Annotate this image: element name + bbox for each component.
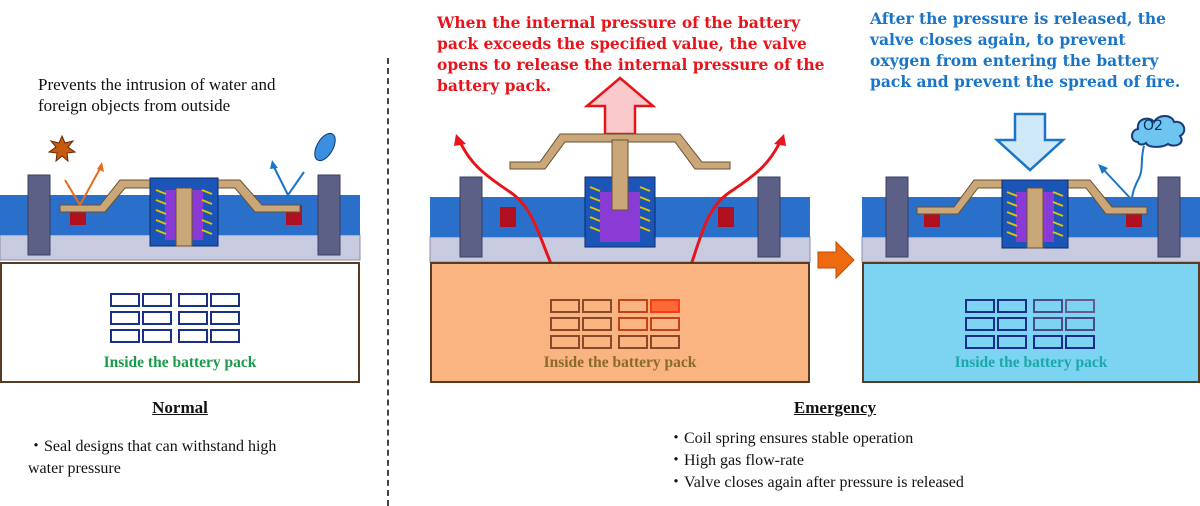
release-arrow-icon (583, 76, 657, 136)
normal-bullets: ・Seal designs that can withstand high wa… (28, 436, 368, 480)
emergency-open-caption: When the internal pressure of the batter… (437, 12, 827, 96)
pack-label-normal: Inside the battery pack (103, 354, 257, 371)
battery-cell-icon (110, 293, 240, 343)
panel-divider (387, 58, 389, 506)
normal-bullet-line1: ・Seal designs that can withstand high (28, 438, 277, 455)
open-caption-line1: When the internal pressure of the batter… (437, 13, 801, 32)
normal-caption: Prevents the intrusion of water and fore… (38, 74, 358, 116)
foreign-object-icon (47, 134, 77, 163)
open-caption-line2: pack exceeds the specified value, the va… (437, 34, 807, 53)
oxygen-label: O2 (1143, 118, 1163, 134)
heading-emergency: Emergency (793, 398, 877, 417)
normal-bullet-line2: water pressure (28, 460, 121, 477)
normal-caption-line1: Prevents the intrusion of water and (38, 75, 276, 94)
emergency-bullet-2: ・High gas flow-rate (668, 452, 804, 469)
heading-normal: Normal (152, 398, 208, 417)
emergency-bullets: ・Coil spring ensures stable operation ・H… (668, 428, 1088, 494)
emergency-bullet-1: ・Coil spring ensures stable operation (668, 430, 914, 447)
oxygen-cloud-icon (1131, 115, 1186, 148)
valve-assembly-open (429, 133, 811, 298)
emergency-closed-caption: After the pressure is released, the valv… (870, 8, 1200, 92)
battery-pack-emergency-closed: Inside the battery pack (862, 262, 1200, 383)
water-drop-icon (314, 132, 336, 162)
emergency-bullet-3: ・Valve closes again after pressure is re… (668, 474, 964, 491)
closed-caption-line3: oxygen from entering the battery (870, 51, 1159, 70)
oxygen-path-arrow (1098, 145, 1145, 201)
closed-caption-line2: valve closes again, to prevent (870, 30, 1126, 49)
battery-pack-normal: Inside the battery pack (0, 262, 360, 383)
deflection-arrow-left (64, 162, 104, 206)
closed-caption-line1: After the pressure is released, the (870, 9, 1167, 28)
closed-caption-line4: pack and prevent the spread of fire. (870, 72, 1181, 91)
battery-cell-icon (965, 299, 1095, 349)
battery-cell-icon (550, 299, 680, 349)
valve-assembly-normal (0, 174, 361, 261)
open-caption-line4: battery pack. (437, 76, 552, 95)
deflection-arrow-right (270, 160, 305, 196)
valve-assembly-closed (861, 176, 1200, 263)
open-caption-line3: opens to release the internal pressure o… (437, 55, 825, 74)
transition-arrow-icon (817, 240, 855, 280)
pack-label-emergency-open: Inside the battery pack (543, 354, 697, 371)
pack-label-emergency-closed: Inside the battery pack (954, 354, 1108, 371)
blocked-arrow-icon (993, 112, 1067, 172)
battery-pack-emergency-open: Inside the battery pack (430, 262, 810, 383)
normal-caption-line2: foreign objects from outside (38, 96, 231, 115)
